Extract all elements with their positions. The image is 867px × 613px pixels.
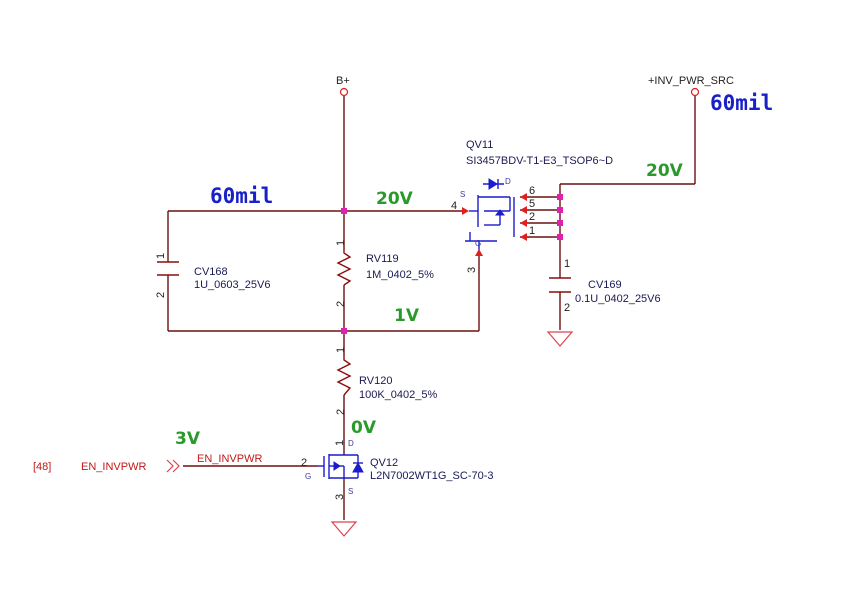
rv120: 1 2 RV120 100K_0402_5% <box>335 347 438 415</box>
en-invpwr-connector: [48] EN_INVPWR EN_INVPWR <box>33 453 262 473</box>
qv12-diode <box>352 461 364 473</box>
cv169-ref: CV169 <box>588 279 622 291</box>
junctions <box>341 194 563 334</box>
trace-width-right: 60mil <box>710 91 773 115</box>
ground-symbol-cv169 <box>546 331 574 347</box>
qv11-diode <box>488 178 498 190</box>
qv12-pin-s: S <box>348 487 353 496</box>
rv119-value: 1M_0402_5% <box>366 269 434 281</box>
bplus-label: B+ <box>336 75 350 87</box>
trace-width-left: 60mil <box>210 184 273 208</box>
junction-pin5 <box>557 207 563 213</box>
rv120-zigzag <box>336 355 352 396</box>
rv120-ref: RV120 <box>359 375 392 387</box>
rv119-pin2: 2 <box>335 301 347 307</box>
junction-pin6 <box>557 194 563 200</box>
bplus-port: B+ <box>336 75 350 97</box>
en-invpwr-net-label: EN_INVPWR <box>197 453 262 465</box>
qv11-pin-s: S <box>460 190 465 199</box>
qv12-body-arrow <box>333 461 341 471</box>
rv119-ref: RV119 <box>366 253 399 265</box>
cv169-value: 0.1U_0402_25V6 <box>575 293 661 305</box>
junction-bottom <box>341 328 347 334</box>
qv11-pin4-arrow <box>462 207 469 215</box>
qv11-pin2-arrow <box>520 219 527 227</box>
offpage-chevron-1 <box>166 459 174 473</box>
qv11-pin1: 1 <box>529 225 535 237</box>
cv168-pin1: 1 <box>155 253 167 259</box>
cv168-ref: CV168 <box>194 266 228 278</box>
rv119-pin1: 1 <box>335 240 347 246</box>
voltage-mid: 1V <box>394 306 420 326</box>
qv12-pin-g: G <box>305 472 311 481</box>
voltage-gate: 3V <box>175 429 201 449</box>
qv11-value: SI3457BDV-T1-E3_TSOP6~D <box>466 155 613 167</box>
qv12-pin1: 1 <box>334 440 346 446</box>
qv12-value: L2N7002WT1G_SC-70-3 <box>370 470 494 482</box>
rv119-zigzag <box>336 250 352 286</box>
qv12-pin-d: D <box>348 439 354 448</box>
qv11: S G D 4 3 6 5 2 1 QV11 SI3457BDV-T1-E3_T… <box>451 139 613 273</box>
qv11-body-arrow <box>494 209 506 216</box>
en-invpwr-offpage-label: EN_INVPWR <box>81 461 146 473</box>
cv168-value: 1U_0603_25V6 <box>194 279 270 291</box>
inv-pwr-src-label: +INV_PWR_SRC <box>648 75 734 87</box>
qv12-pin2: 2 <box>301 457 307 469</box>
rv120-pin1: 1 <box>335 347 347 353</box>
rv120-value: 100K_0402_5% <box>359 389 438 401</box>
qv11-pin3-arrow <box>475 249 483 256</box>
inv-pwr-src-circle <box>690 87 700 97</box>
offpage-ref: [48] <box>33 461 51 473</box>
cv169: 1 2 CV169 0.1U_0402_25V6 <box>549 258 661 314</box>
qv11-pin-g: G <box>475 239 481 248</box>
qv12-ref: QV12 <box>370 457 398 469</box>
voltage-top-right: 20V <box>646 161 684 181</box>
junction-pin2 <box>557 220 563 226</box>
qv11-pin5: 5 <box>529 198 535 210</box>
cv168-pin2: 2 <box>155 292 167 298</box>
junction-pin1 <box>557 234 563 240</box>
cv168: 1 2 CV168 1U_0603_25V6 <box>155 253 270 298</box>
bplus-circle <box>339 87 349 97</box>
qv12-pin3: 3 <box>334 494 346 500</box>
ground-symbol-qv12 <box>330 521 358 537</box>
qv11-pin3: 3 <box>466 267 478 273</box>
rv119: 1 2 RV119 1M_0402_5% <box>335 240 434 307</box>
voltage-drain: 0V <box>351 418 377 438</box>
qv11-pin5-arrow <box>520 206 527 214</box>
qv11-pin1-arrow <box>520 233 527 241</box>
qv12: D S G 1 2 3 QV12 L2N7002WT1G_SC-70-3 <box>301 439 494 500</box>
qv11-pin-d: D <box>505 177 511 186</box>
rv120-pin2: 2 <box>335 409 347 415</box>
offpage-chevron-2 <box>172 459 180 473</box>
inv-pwr-src-port: +INV_PWR_SRC <box>648 75 734 97</box>
wires <box>167 95 696 520</box>
qv11-pin4: 4 <box>451 200 457 212</box>
junction-top <box>341 208 347 214</box>
qv11-ref: QV11 <box>466 139 493 151</box>
qv11-pin6-arrow <box>520 193 527 201</box>
cv169-pin2: 2 <box>564 302 570 314</box>
qv11-pin2: 2 <box>529 211 535 223</box>
voltage-top-left: 20V <box>376 189 414 209</box>
qv11-pin6: 6 <box>529 185 535 197</box>
cv169-pin1: 1 <box>564 258 570 270</box>
